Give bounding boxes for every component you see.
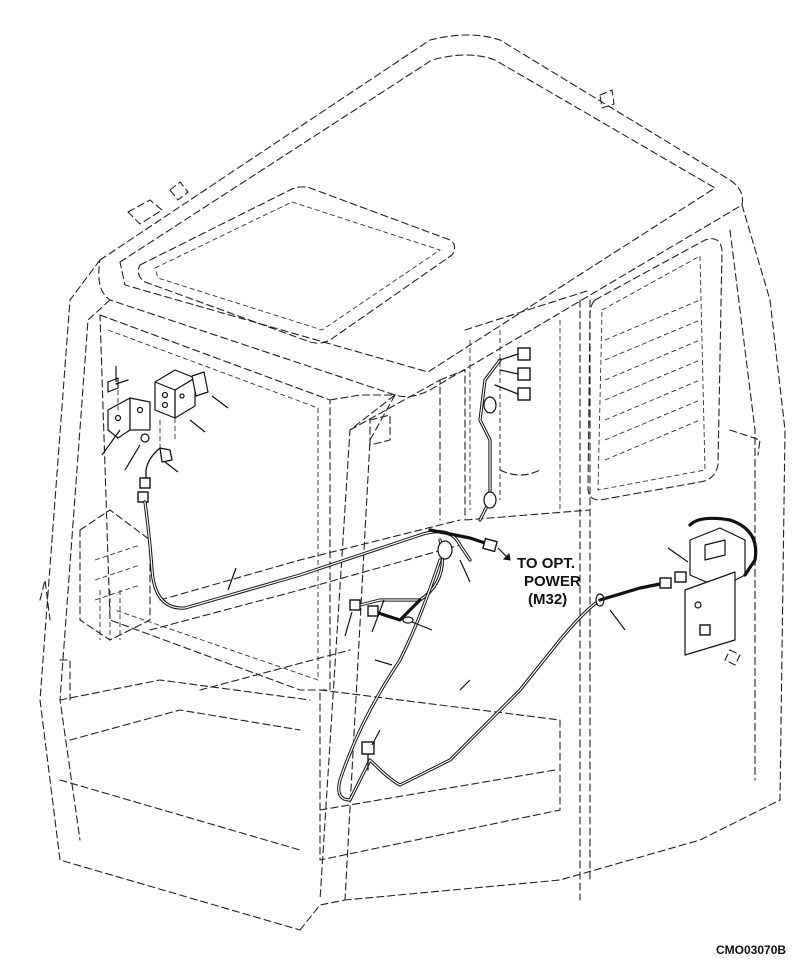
callout-line-1: TO OPT. [517,555,575,572]
relay-assembly [101,366,229,503]
opt-power-connector [482,537,498,553]
wire-harness [143,347,758,802]
figure-code: CMO03070B [716,943,786,957]
clip [437,540,453,560]
side-connector-b [674,571,687,583]
callout-line-2: POWER [524,573,581,590]
cab-outline [39,34,786,931]
side-connector-a [659,577,672,589]
relay-connector [139,477,151,489]
label-plate [191,371,209,397]
opt-power-callout: TO OPT. POWER (M32) [497,547,581,608]
bracket-plate [684,571,736,656]
terminal [140,433,150,443]
callout-line-3: (M32) [528,591,567,608]
leader-lines [227,547,689,746]
grommet [402,616,414,624]
